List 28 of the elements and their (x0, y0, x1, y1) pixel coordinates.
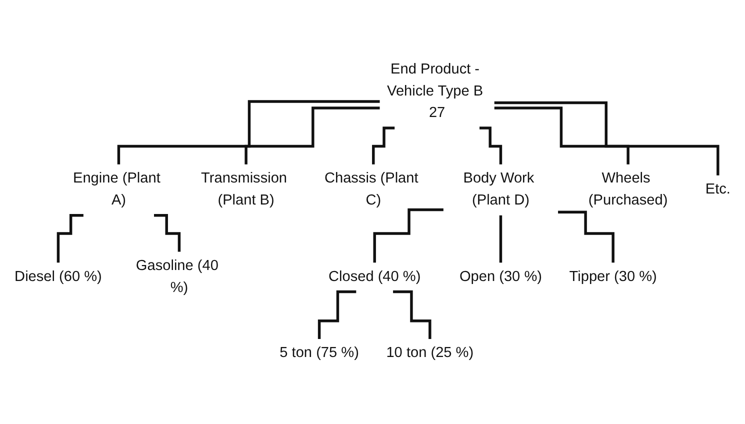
node-text: Transmission (Plant B) (201, 171, 288, 208)
connector (56, 214, 84, 264)
connector (480, 126, 502, 166)
connector (154, 214, 181, 254)
connector (117, 100, 380, 166)
connector (494, 106, 630, 166)
connector (372, 126, 395, 166)
node-text: 10 ton (25 %) (386, 346, 474, 362)
node-text: Diesel (60 %) (14, 269, 102, 285)
node-text: Engine (Plant A) (73, 171, 160, 208)
node-text: Chassis (Plant C) (324, 171, 418, 208)
connector (244, 106, 380, 166)
node-text: Closed (40 %) (328, 269, 421, 285)
connector (499, 214, 502, 264)
connector (318, 290, 356, 341)
node-text: Open (30 %) (459, 269, 542, 285)
node-text: 5 ton (75 %) (280, 346, 359, 362)
node-text: Tipper (30 %) (569, 269, 657, 285)
node-text: End Product - Vehicle Type B 27 (387, 62, 484, 122)
node-text: Etc. (705, 182, 730, 198)
node-text: Gasoline (40 %) (136, 258, 218, 296)
tree-diagram: End Product - Vehicle Type B 27 Engine (Plant A) Transmission (Plant B) Chassis (Plant C) Body Work (Plant D) Wheels (Purchased) Etc. Diesel (60 %) Gasoline (40 %) Closed (40 %) Open (30 %) Tipper (30 %) 5 ton (75 %) 10 ton (25 %) (0, 48, 745, 376)
connector (393, 290, 432, 341)
connector (373, 208, 444, 264)
node-text: Wheels (Purchased) (588, 171, 668, 208)
connector (558, 211, 614, 264)
node-text: Body Work (Plant D) (463, 171, 534, 208)
connector (494, 102, 720, 177)
